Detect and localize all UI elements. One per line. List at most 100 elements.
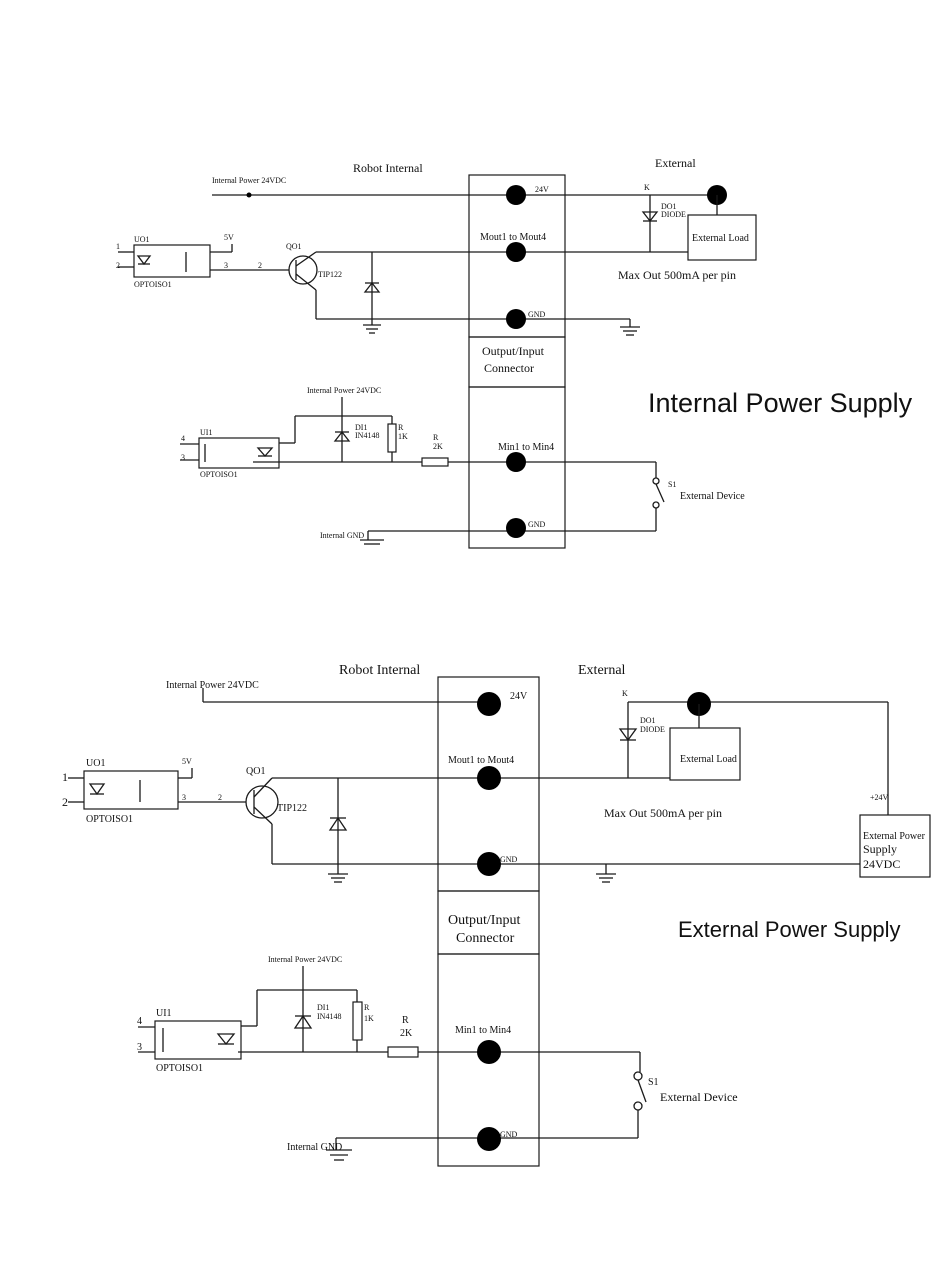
eps-line1: External Power [863, 831, 926, 842]
diode-label: DIODE [661, 210, 686, 219]
opto-ui1 [198, 437, 280, 469]
pin-3-in-2: 3 [137, 1042, 142, 1053]
diode-di1 [333, 430, 351, 442]
optoiso-label: OPTOISO1 [134, 280, 172, 289]
external-power-supply-diagram: Robot Internal External Internal Power 2… [62, 663, 931, 1167]
connector-label-line1: Output/Input [482, 344, 545, 358]
tip122-label: TIP122 [318, 270, 342, 279]
internal-power-label-2: Internal Power 24VDC [166, 680, 259, 691]
r2-val: 2K [433, 442, 443, 451]
internal-power-in-label: Internal Power 24VDC [307, 386, 381, 395]
led-icon [216, 1033, 236, 1046]
r2-val-2: 2K [400, 1028, 413, 1039]
in4148-label: IN4148 [355, 431, 379, 440]
flyback-diode-2 [328, 816, 348, 831]
qo1-label-2: QO1 [246, 766, 265, 777]
r1-val: 1K [398, 432, 408, 441]
gnd2-label-2: GND [500, 1130, 518, 1139]
switch-contact [633, 1071, 643, 1081]
transistor-collector [295, 251, 317, 267]
gnd-label-2: GND [500, 855, 518, 864]
pin-min [506, 452, 526, 472]
resistor-1k [387, 423, 397, 453]
pin-mout-2 [477, 766, 501, 790]
ground-symbol [596, 864, 616, 883]
internal-power-supply-diagram: Robot Internal External Internal Power 2… [116, 156, 913, 549]
diode-label-2: DIODE [640, 725, 665, 734]
eps-line3: 24VDC [863, 857, 900, 871]
pin-4: 4 [181, 434, 185, 443]
min-label: Min1 to Min4 [498, 442, 554, 453]
ground-symbol [326, 1138, 352, 1161]
5v-label-2: 5V [182, 757, 192, 766]
ground-symbol [620, 319, 640, 336]
external-label: External [655, 156, 696, 170]
r1-label: R [398, 423, 404, 432]
connector-label-line2-2: Connector [456, 931, 515, 946]
pin-gnd [506, 309, 526, 329]
transistor-emitter [295, 273, 317, 291]
pin-mout [506, 242, 526, 262]
pin-24v [506, 185, 526, 205]
switch-contact [652, 477, 660, 485]
robot-internal-label: Robot Internal [353, 161, 423, 175]
switch-contact [652, 501, 660, 509]
external-device-label-2: External Device [660, 1090, 738, 1104]
ui1-label: UI1 [200, 428, 212, 437]
led-icon [136, 255, 152, 266]
uo1-label-2: UO1 [86, 758, 105, 769]
robot-internal-label-2: Robot Internal [339, 663, 420, 678]
r1-val-2: 1K [364, 1014, 374, 1023]
title-external-power-supply: External Power Supply [678, 917, 901, 942]
pin-2-2: 2 [62, 795, 68, 809]
external-load-box-2 [669, 727, 741, 781]
internal-power-in-label-2: Internal Power 24VDC [268, 955, 342, 964]
r2-label: R [433, 433, 439, 442]
k-label: K [644, 183, 650, 192]
max-out-label-2: Max Out 500mA per pin [604, 806, 722, 820]
mout-label-2: Mout1 to Mout4 [448, 755, 514, 766]
connector-label-line1-2: Output/Input [448, 913, 520, 928]
do1-label-2: DO1 [640, 716, 656, 725]
pin-1: 1 [116, 242, 120, 251]
pin-24v-2 [477, 692, 501, 716]
pin-3-2: 3 [182, 793, 186, 802]
qo1-label: QO1 [286, 242, 302, 251]
external-device-label: External Device [680, 491, 745, 502]
min-label-2: Min1 to Min4 [455, 1025, 511, 1036]
pin-2b-2: 2 [218, 793, 222, 802]
ground-symbol [360, 531, 384, 545]
plus24v-label: +24V [870, 793, 889, 802]
di1-label: DI1 [355, 423, 367, 432]
internal-power-label: Internal Power 24VDC [212, 176, 286, 185]
optoiso-label-2: OPTOISO1 [86, 814, 133, 825]
pin-2: 2 [116, 261, 120, 270]
pin-gnd-in-2 [477, 1127, 501, 1151]
max-out-label: Max Out 500mA per pin [618, 268, 736, 282]
ground-symbol [328, 864, 348, 883]
optoiso-in-label: OPTOISO1 [200, 470, 238, 479]
title-internal-power-supply: Internal Power Supply [648, 388, 913, 418]
external-load-label: External Load [692, 233, 749, 244]
connector-input-block [468, 386, 566, 549]
mout-label: Mout1 to Mout4 [480, 232, 546, 243]
led-icon [256, 447, 274, 457]
do1-label: DO1 [661, 202, 677, 211]
connector-label-line2: Connector [484, 361, 534, 375]
external-load-label-2: External Load [680, 754, 737, 765]
pin-3: 3 [224, 261, 228, 270]
opto-uo1 [133, 244, 211, 278]
pin-2b: 2 [258, 261, 262, 270]
ui1-label-2: UI1 [156, 1008, 172, 1019]
ground-symbol [363, 319, 381, 334]
resistor-2k [421, 457, 449, 467]
resistor-1k-2 [352, 1001, 363, 1041]
pin-gnd-2 [477, 852, 501, 876]
tip122-label-2: TIP122 [277, 803, 307, 814]
pin-24v-label-2: 24V [510, 691, 528, 702]
external-power-supply-box [859, 814, 931, 878]
opto-uo1-2 [83, 770, 179, 810]
external-label-2: External [578, 663, 626, 678]
pin-4-2: 4 [137, 1016, 142, 1027]
external-load-box [687, 214, 757, 261]
